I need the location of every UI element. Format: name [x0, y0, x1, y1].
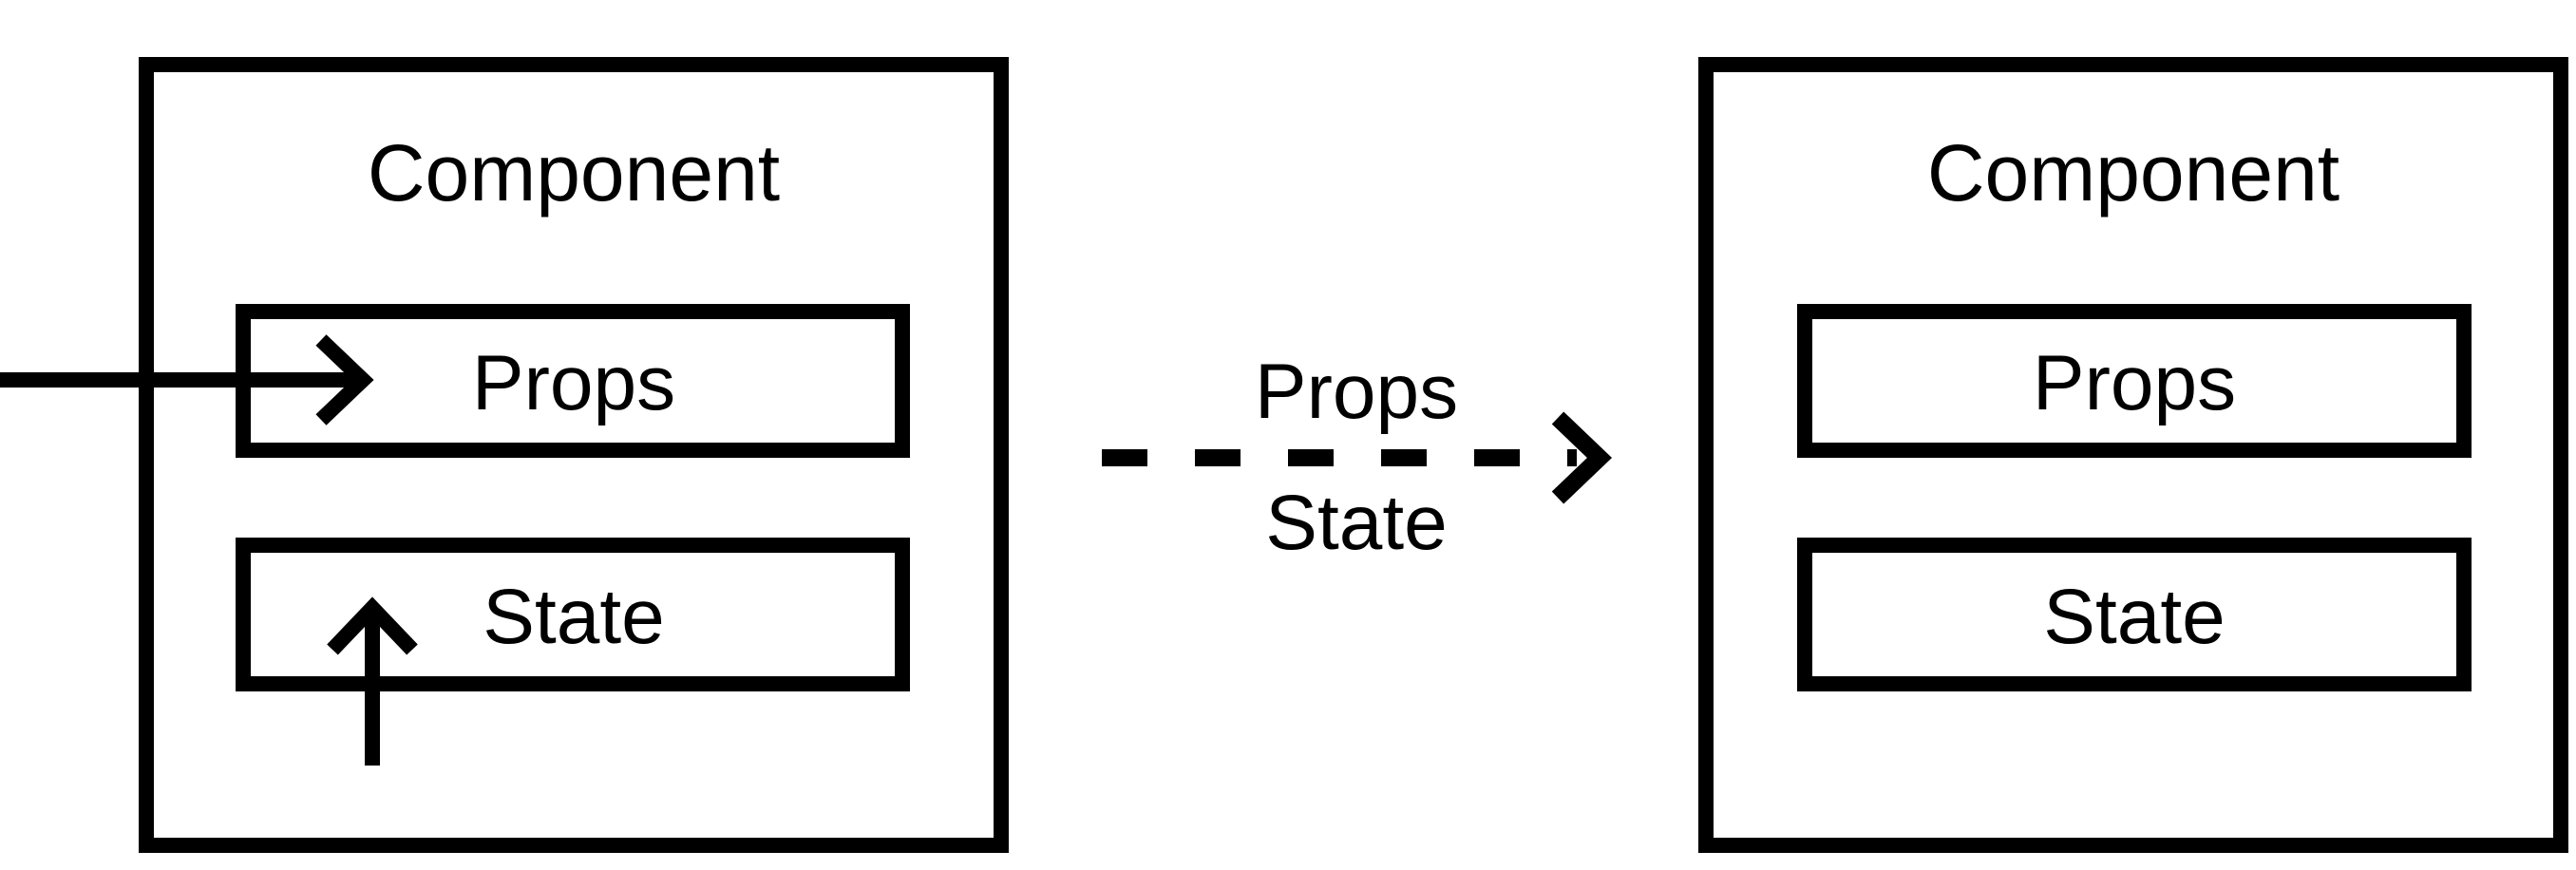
right-props-label: Props	[2033, 340, 2236, 426]
left-state-box	[236, 538, 910, 691]
right-component-title: Component	[1927, 128, 2339, 218]
left-component-title: Component	[368, 128, 780, 218]
right-props-box	[1797, 304, 2472, 458]
transfer-state-label: State	[1265, 480, 1447, 566]
incoming-props-arrow	[0, 334, 374, 426]
right-state-label: State	[2043, 574, 2225, 660]
arrow-right-icon	[315, 334, 374, 426]
left-component-box	[139, 57, 1009, 853]
left-props-label: Props	[472, 340, 675, 426]
transfer-props-label: Props	[1255, 349, 1458, 435]
arrow-right-icon	[1551, 411, 1613, 504]
left-component: Component Props State	[139, 57, 1009, 853]
arrow-up-icon	[327, 596, 418, 655]
right-component: Component Props State	[1698, 57, 2568, 853]
right-state-box	[1797, 538, 2472, 691]
left-state-label: State	[483, 574, 664, 660]
right-component-box	[1698, 57, 2568, 853]
state-update-arrow	[327, 596, 418, 766]
transfer-arrow: Props State	[1102, 349, 1613, 566]
